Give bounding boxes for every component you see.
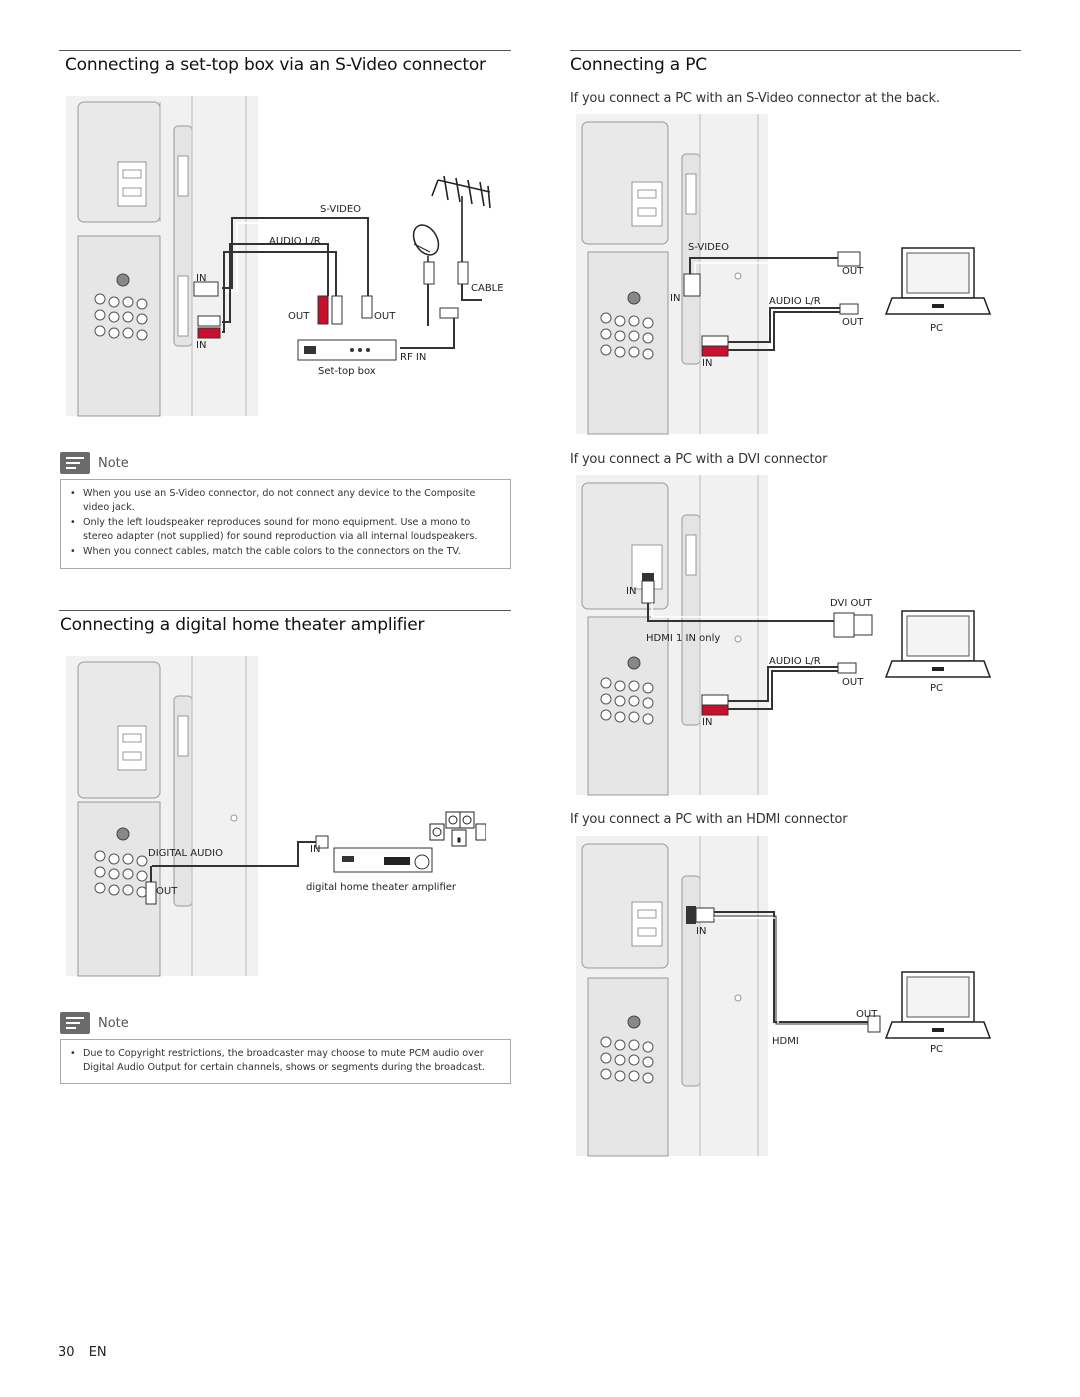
note-item: Only the left loudspeaker reproduces sou… — [69, 516, 500, 545]
note-heading: Note — [60, 1012, 129, 1034]
tv-back-panel — [576, 475, 768, 796]
label-cable: CABLE — [471, 283, 504, 294]
label-in-1: IN — [670, 293, 680, 304]
label-set-top-box: Set-top box — [318, 366, 376, 377]
label-in: IN — [696, 926, 706, 937]
laptop-icon — [884, 247, 992, 315]
amp-section-title: Connecting a digital home theater amplif… — [60, 615, 425, 635]
amp-diagram: DIGITAL AUDIO OUT IN digital home theate… — [66, 656, 486, 977]
tv-back-panel — [576, 836, 768, 1157]
note-title: Note — [98, 455, 129, 471]
note-box: Due to Copyright restrictions, the broad… — [60, 1039, 511, 1084]
note-item: Due to Copyright restrictions, the broad… — [69, 1047, 500, 1076]
svideo-caption: If you connect a PC with an S-Video conn… — [570, 91, 940, 106]
label-in-2: IN — [702, 717, 712, 728]
label-out-1: OUT — [842, 266, 864, 277]
note-icon — [60, 452, 90, 474]
label-in-2: IN — [196, 340, 206, 351]
label-audio-lr: AUDIO L/R — [269, 236, 321, 247]
label-in-2: IN — [702, 358, 712, 369]
label-audio-lr: AUDIO L/R — [769, 656, 821, 667]
satellite-dish-icon — [412, 224, 440, 296]
label-in-1: IN — [196, 273, 206, 284]
stb-section-title: Connecting a set-top box via an S-Video … — [65, 55, 486, 75]
label-pc: PC — [930, 323, 943, 334]
label-audio-lr: AUDIO L/R — [769, 296, 821, 307]
label-amplifier: digital home theater amplifier — [306, 882, 457, 893]
section-rule — [59, 610, 511, 611]
label-hdmi-only: HDMI 1 IN only — [646, 633, 720, 644]
page-number: 30 — [58, 1345, 75, 1360]
label-out: OUT — [156, 886, 178, 897]
label-hdmi: HDMI — [772, 1036, 799, 1047]
label-pc: PC — [930, 683, 943, 694]
pc-svideo-diagram: S-VIDEO OUT IN AUDIO L/R OUT PC IN — [576, 114, 992, 435]
dvi-caption: If you connect a PC with a DVI connector — [570, 452, 828, 467]
note-item: When you use an S-Video connector, do no… — [69, 487, 500, 516]
label-svideo: S-VIDEO — [320, 204, 361, 215]
pc-dvi-diagram: IN DVI OUT HDMI 1 IN only AUDIO L/R OUT … — [576, 475, 992, 796]
pc-hdmi-diagram: IN OUT HDMI PC — [576, 836, 992, 1157]
stb-diagram: S-VIDEO AUDIO L/R IN IN OUT OUT CABLE RF… — [66, 96, 504, 417]
note-icon — [60, 1012, 90, 1034]
label-out-2: OUT — [842, 317, 864, 328]
note-box: When you use an S-Video connector, do no… — [60, 479, 511, 569]
laptop-icon — [884, 610, 992, 678]
tv-back-panel — [66, 96, 258, 417]
page-footer: 30 EN — [58, 1345, 117, 1360]
label-in-1: IN — [626, 586, 636, 597]
label-dvi-out: DVI OUT — [830, 598, 873, 609]
laptop-icon — [884, 971, 992, 1039]
note-title: Note — [98, 1015, 129, 1031]
note-heading: Note — [60, 452, 129, 474]
label-out: OUT — [842, 677, 864, 688]
label-digital-audio: DIGITAL AUDIO — [148, 848, 223, 859]
hdmi-caption: If you connect a PC with an HDMI connect… — [570, 812, 848, 827]
speakers-icon — [429, 811, 486, 847]
label-svideo: S-VIDEO — [688, 242, 729, 253]
label-rf-in: RF IN — [400, 352, 426, 363]
note-item: When you connect cables, match the cable… — [69, 545, 500, 560]
label-out: OUT — [856, 1009, 878, 1020]
section-rule — [59, 50, 511, 51]
label-pc: PC — [930, 1044, 943, 1055]
language-code: EN — [88, 1345, 107, 1360]
label-out-1: OUT — [288, 311, 310, 322]
antenna-icon — [431, 175, 491, 266]
tv-back-panel — [576, 114, 768, 435]
pc-section-title: Connecting a PC — [570, 55, 707, 75]
section-rule — [570, 50, 1021, 51]
label-out-2: OUT — [374, 311, 396, 322]
tv-back-panel — [66, 656, 258, 977]
label-in: IN — [310, 844, 320, 855]
